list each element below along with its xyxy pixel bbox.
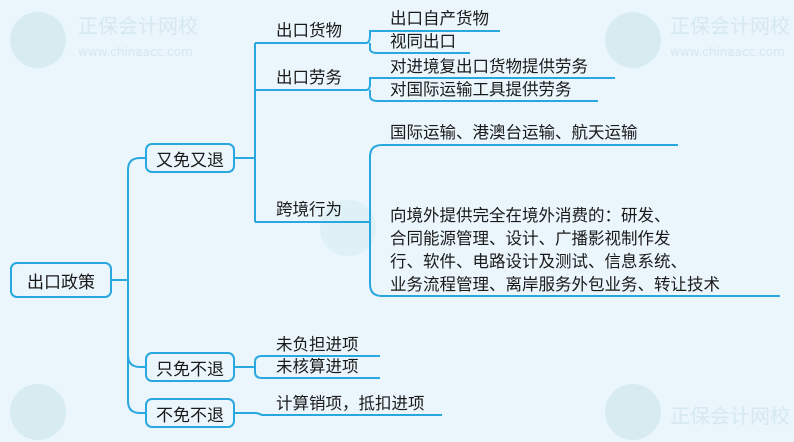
watermark-logo-icon	[10, 384, 66, 440]
watermark-url: www.chinaacc.com	[670, 45, 785, 59]
node-export-services: 出口劳务	[276, 68, 342, 87]
watermark-logo-icon	[10, 12, 66, 68]
node-no-exempt-no-refund: 不免不退	[145, 398, 235, 428]
node-cross-border: 跨境行为	[276, 200, 342, 219]
root-node: 出口政策	[10, 262, 112, 298]
leaf-item: 计算销项，抵扣进项	[276, 394, 425, 413]
node-export-goods: 出口货物	[276, 21, 342, 40]
leaf-paragraph-line: 合同能源管理、设计、广播影视制作发	[390, 229, 671, 248]
leaf-item: 未负担进项	[276, 335, 359, 354]
leaf-item: 出口自产货物	[390, 9, 489, 28]
leaf-item: 视同出口	[390, 32, 456, 51]
watermark-logo-icon	[605, 12, 661, 68]
leaf-item: 国际运输、港澳台运输、航天运输	[390, 123, 638, 142]
leaf-item: 对进境复出口货物提供劳务	[390, 57, 588, 76]
watermark-name: 正保会计网校	[78, 14, 198, 38]
leaf-item: 未核算进项	[276, 357, 359, 376]
watermark-logo-icon	[605, 384, 661, 440]
watermark-name: 正保会计网校	[670, 14, 790, 38]
watermark-name: 正保会计网校	[670, 404, 790, 428]
watermark-logo-icon	[320, 200, 376, 256]
leaf-paragraph-line: 向境外提供完全在境外消费的：研发、	[390, 206, 671, 225]
leaf-item: 对国际运输工具提供劳务	[390, 80, 572, 99]
watermark-url: www.chinaacc.com	[78, 45, 193, 59]
node-exempt-no-refund: 只免不退	[145, 352, 235, 382]
node-exempt-refund: 又免又退	[145, 143, 235, 173]
leaf-paragraph-line: 业务流程管理、离岸服务外包业务、转让技术	[390, 275, 720, 294]
leaf-paragraph-line: 行、软件、电路设计及测试、信息系统、	[390, 252, 687, 271]
